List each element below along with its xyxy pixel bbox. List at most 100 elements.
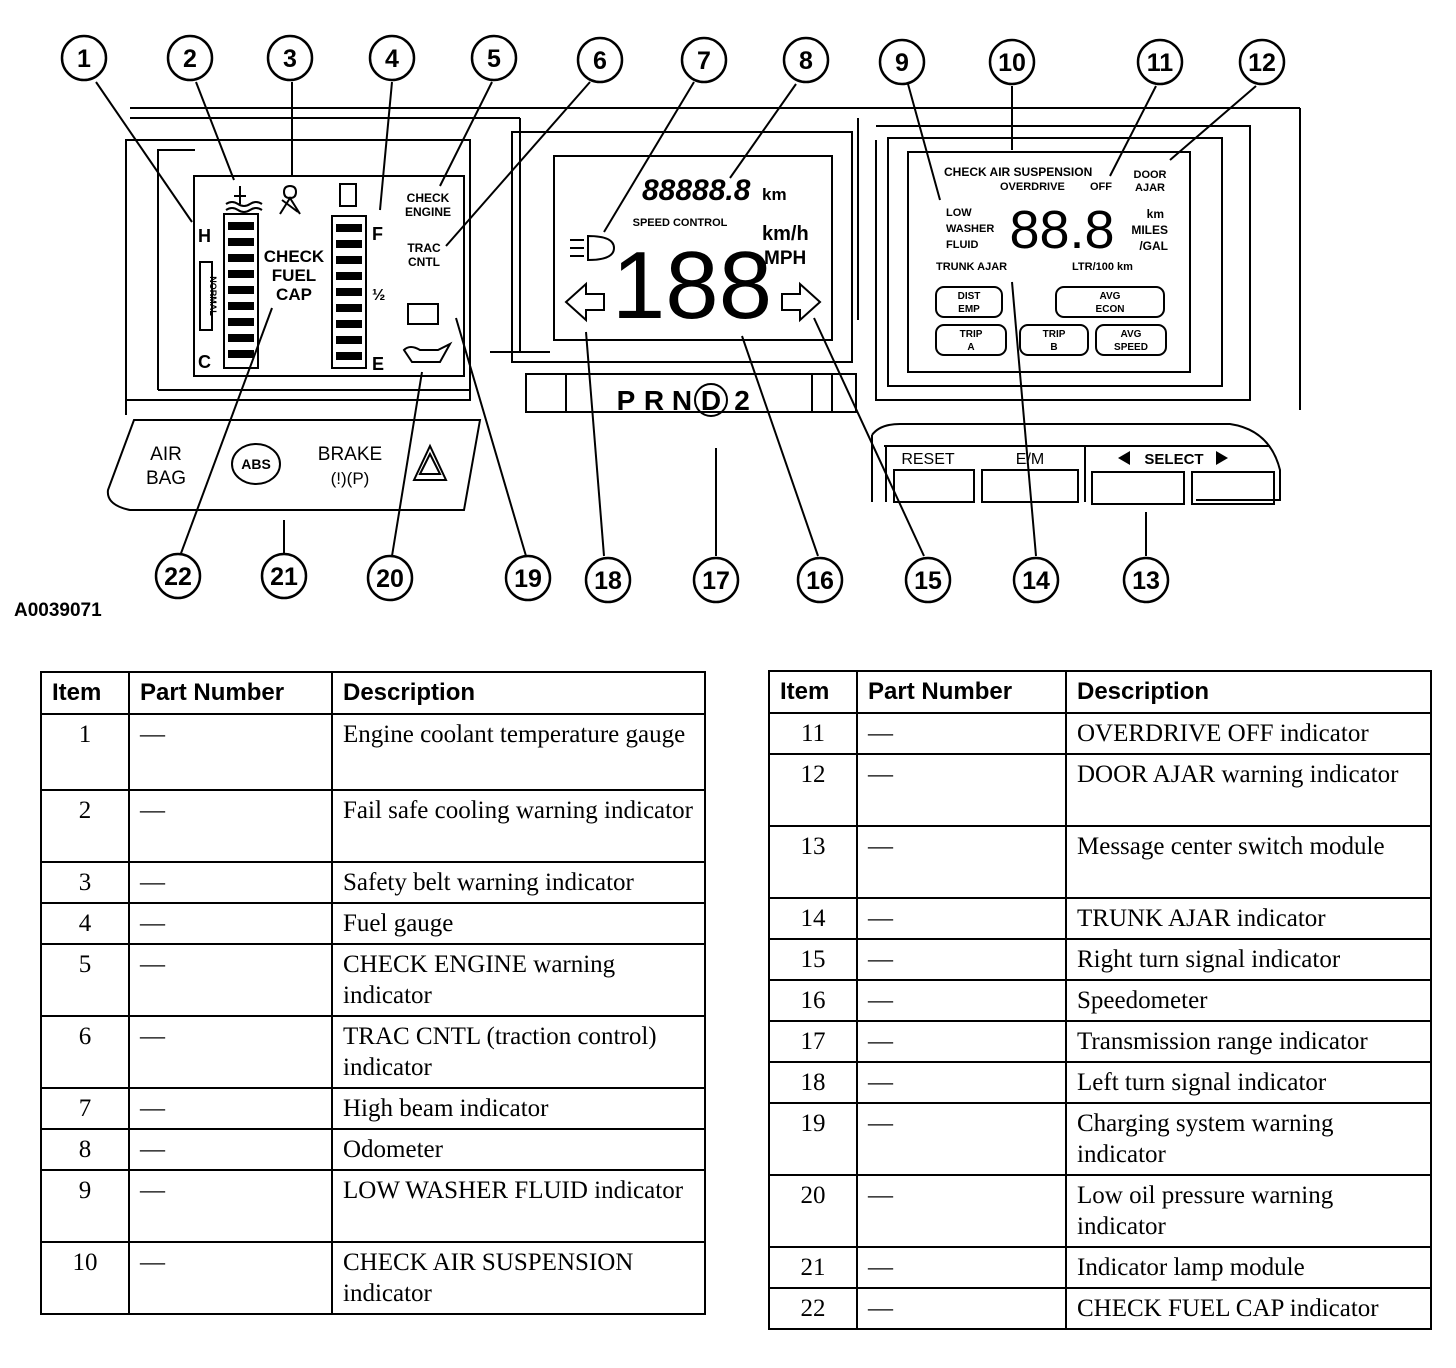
brake-sub-label: (!)(P)	[331, 469, 370, 488]
speedometer-digits: 188	[612, 232, 772, 339]
ajar-label: AJAR	[1135, 182, 1165, 194]
item-cell: 19	[768, 1102, 858, 1176]
trip-b-line1: TRIP	[1043, 329, 1066, 340]
em-label: E/M	[1016, 451, 1044, 468]
speed-unit-mph: MPH	[764, 248, 806, 269]
select-label: SELECT	[1144, 451, 1203, 468]
trac-cntl-line1: TRAC	[407, 241, 441, 255]
fuel-empty-label: E	[372, 354, 384, 374]
part-number-cell: —	[856, 712, 1067, 755]
callout-20: 20	[366, 554, 414, 602]
table-row: 11—OVERDRIVE OFF indicator	[768, 712, 1432, 755]
callout-circle	[1238, 38, 1286, 86]
temp-gauge-bars	[228, 222, 254, 358]
door-label: DOOR	[1134, 169, 1167, 181]
description-cell: Right turn signal indicator	[1065, 938, 1432, 981]
select-left-button	[1091, 471, 1185, 505]
callout-number: 3	[283, 45, 297, 73]
check-fuel-cap-line3: CAP	[276, 285, 312, 304]
description-cell: Message center switch module	[1065, 825, 1432, 899]
callout-circle	[576, 36, 624, 84]
callout-3: 3	[266, 34, 314, 82]
cluster-frame	[130, 107, 1301, 410]
description-cell: Low oil pressure warning indicator	[1065, 1174, 1432, 1248]
select-right-button	[1191, 471, 1275, 505]
description-cell: OVERDRIVE OFF indicator	[1065, 712, 1432, 755]
table-row: 16—Speedometer	[768, 979, 1432, 1022]
callout-1: 1	[60, 34, 108, 82]
callout-18: 18	[584, 556, 632, 604]
header-item: Item	[768, 670, 858, 714]
hazard-icon	[412, 443, 448, 481]
coolant-icon	[225, 186, 263, 213]
brake-label: BRAKE	[318, 444, 382, 465]
ltr-100km-label: LTR/100 km	[1072, 261, 1133, 273]
abs-icon	[231, 443, 281, 485]
part-number-cell: —	[128, 1087, 333, 1130]
table-row: 8—Odometer	[40, 1128, 706, 1171]
header-item: Item	[40, 671, 130, 715]
callout-4: 4	[368, 34, 416, 82]
fuel-pump-icon	[339, 183, 357, 207]
prnd-2: 2	[734, 385, 750, 416]
unit-gal: /GAL	[1139, 239, 1168, 253]
part-number-cell: —	[856, 1102, 1067, 1176]
callout-number: 5	[487, 45, 501, 73]
part-number-cell: —	[128, 1128, 333, 1171]
header-part-number: Part Number	[856, 670, 1067, 714]
parts-table-right: Item Part Number Description 11—OVERDRIV…	[768, 670, 1432, 1330]
callout-2: 2	[166, 34, 214, 82]
prnd-d: D	[701, 385, 721, 416]
header-description: Description	[1065, 670, 1432, 714]
left-panel-inner	[157, 149, 471, 391]
callout-circle	[680, 36, 728, 84]
description-cell: Engine coolant temperature gauge	[331, 713, 706, 791]
item-cell: 16	[768, 979, 858, 1022]
item-cell: 17	[768, 1020, 858, 1063]
callout-number: 18	[594, 567, 622, 595]
fuel-half-label: ½	[372, 287, 385, 304]
avg-speed-line2: SPEED	[1114, 342, 1148, 353]
part-number-cell: —	[128, 1015, 333, 1089]
callout-number: 2	[183, 45, 197, 73]
table-row: 19—Charging system warning indicator	[768, 1102, 1432, 1176]
header-part-number: Part Number	[128, 671, 333, 715]
callout-circle	[470, 34, 518, 82]
description-cell: Transmission range indicator	[1065, 1020, 1432, 1063]
lamp-module-outline	[106, 419, 482, 511]
avg-econ-line1: AVG	[1100, 291, 1121, 302]
description-cell: Left turn signal indicator	[1065, 1061, 1432, 1104]
table-row: 22—CHECK FUEL CAP indicator	[768, 1287, 1432, 1330]
callout-number: 19	[514, 565, 542, 593]
callout-number: 17	[702, 567, 730, 595]
part-number-cell: —	[128, 1241, 333, 1315]
description-cell: CHECK FUEL CAP indicator	[1065, 1287, 1432, 1330]
callout-circle	[166, 34, 214, 82]
part-number-cell: —	[856, 753, 1067, 827]
speed-control-label: SPEED CONTROL	[633, 217, 728, 229]
air-label: AIR	[150, 444, 182, 465]
right-turn-arrow-icon	[781, 281, 822, 323]
callout-circle	[782, 36, 830, 84]
message-panel	[887, 137, 1223, 387]
callout-number: 15	[914, 567, 942, 595]
part-number-cell: —	[128, 1169, 333, 1243]
callout-number: 9	[895, 49, 909, 77]
table-row: 7—High beam indicator	[40, 1087, 706, 1130]
callout-circle	[60, 34, 108, 82]
reset-button	[893, 469, 975, 503]
callout-number: 21	[270, 563, 298, 591]
item-cell: 15	[768, 938, 858, 981]
part-number-cell: —	[128, 713, 333, 791]
description-cell: High beam indicator	[331, 1087, 706, 1130]
off-label: OFF	[1090, 181, 1112, 193]
callout-17: 17	[692, 556, 740, 604]
callout-circle	[154, 552, 202, 600]
item-cell: 13	[768, 825, 858, 899]
callout-circle	[878, 38, 926, 86]
item-cell: 5	[40, 943, 130, 1017]
switch-module-outline	[871, 423, 1281, 502]
check-engine-line1: CHECK	[407, 191, 450, 205]
callout-circle	[260, 552, 308, 600]
